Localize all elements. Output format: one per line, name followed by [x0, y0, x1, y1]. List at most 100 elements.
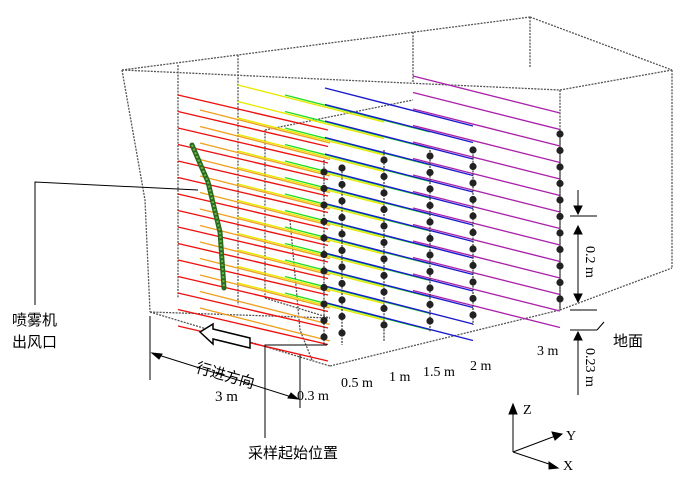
sampling-line [199, 208, 331, 243]
sampling-point [380, 156, 388, 164]
sampling-point [469, 146, 477, 154]
box-edge [289, 219, 313, 361]
sampling-point [426, 267, 434, 276]
sampling-point [556, 295, 564, 303]
sampling-line [324, 169, 474, 210]
sampling-point [556, 245, 564, 254]
sampling-point [320, 234, 328, 242]
x-axis [512, 451, 556, 467]
sampling-point [320, 300, 328, 308]
sampling-line [324, 153, 474, 193]
ground-clearance-label: 0.23 m [582, 348, 597, 387]
travel-distance-label: 3 m [215, 389, 238, 405]
sampling-line [412, 256, 561, 296]
distance-label-1m: 1 m [389, 370, 411, 385]
sampling-line [412, 174, 561, 213]
box-edge [559, 69, 673, 91]
z-axis-label: Z [523, 403, 532, 418]
sampling-point [338, 197, 346, 205]
sampling-point [320, 184, 328, 193]
sampling-point [469, 162, 477, 171]
sampling-line [324, 103, 474, 144]
sampling-point [380, 321, 388, 329]
wireframe-box [121, 16, 673, 367]
travel-direction-arrow [198, 322, 251, 349]
y-axis [512, 434, 559, 453]
spacing-arrowhead [573, 293, 583, 304]
sampling-line [237, 199, 385, 239]
sampling-line [199, 191, 331, 227]
sampling-line [324, 219, 474, 259]
sampling-line [237, 183, 385, 222]
sampling-point [380, 205, 388, 214]
box-edge [529, 16, 673, 71]
sampling-point [320, 217, 328, 226]
dimension-arrowhead [150, 352, 163, 360]
sampling-line [177, 226, 329, 263]
sampling-line [199, 175, 331, 210]
sampling-line [412, 124, 561, 164]
sampling-point [426, 284, 434, 292]
sampling-start-leader [264, 344, 327, 438]
sampling-point [380, 222, 388, 230]
sampling-point [469, 261, 477, 270]
box-edge [149, 311, 331, 319]
sampling-point [469, 179, 477, 187]
vertical-spacing-label: 0.2 m [582, 246, 597, 278]
sampling-point [380, 271, 388, 280]
sampling-point [426, 185, 434, 193]
sampling-point [426, 251, 434, 259]
sampling-point [380, 288, 388, 296]
ground-leader [596, 321, 605, 331]
sampling-point [469, 195, 477, 204]
sampling-line [412, 273, 561, 312]
box-edge [121, 69, 561, 91]
vertical-spacing-dimension [570, 190, 597, 311]
sampling-point [338, 263, 346, 271]
sampling-point [338, 329, 346, 337]
sampling-line [237, 232, 385, 272]
sampling-line [324, 186, 474, 226]
box-edge [121, 16, 531, 71]
sampling-line [412, 91, 561, 131]
sampling-line [324, 202, 474, 243]
sprayer-outlet-label-line2: 出风口 [12, 333, 57, 351]
sampling-line [237, 265, 385, 305]
coordinate-axes [508, 402, 564, 470]
sampling-line [324, 268, 474, 309]
sampling-point [338, 230, 346, 238]
sampling-line [199, 158, 331, 194]
sampling-line [412, 141, 561, 180]
sampling-line [177, 127, 329, 164]
sampling-line [199, 142, 331, 177]
sampling-point [556, 212, 564, 221]
sampling-point [320, 168, 328, 176]
sampling-line [177, 176, 329, 214]
sampling-point [380, 189, 388, 197]
sampling-point [469, 228, 477, 237]
sampling-line [237, 150, 385, 189]
box-edge [264, 99, 414, 131]
sampling-line [237, 166, 385, 206]
sprayer-outlet-label-line1: 喷雾机 [12, 311, 57, 329]
sampling-line [324, 235, 474, 276]
sampling-point [469, 212, 477, 220]
sampling-line [412, 190, 561, 230]
sampling-point [338, 312, 346, 321]
sampling-point [556, 278, 564, 287]
sampling-line [177, 143, 329, 181]
sampling-points [320, 130, 564, 341]
sampling-point [426, 317, 434, 325]
sampling-point [426, 168, 434, 177]
distance-label-0-5m: 0.5 m [341, 376, 373, 391]
sampling-line [237, 249, 385, 288]
sampling-line [237, 117, 385, 156]
sampling-point [380, 255, 388, 263]
sampling-line [237, 133, 385, 173]
sampling-point [338, 246, 346, 255]
sampling-line [412, 289, 561, 329]
spacing-arrowhead [573, 224, 583, 235]
sampling-line [324, 136, 474, 177]
sampling-line [324, 120, 474, 160]
sampling-point [426, 218, 434, 226]
